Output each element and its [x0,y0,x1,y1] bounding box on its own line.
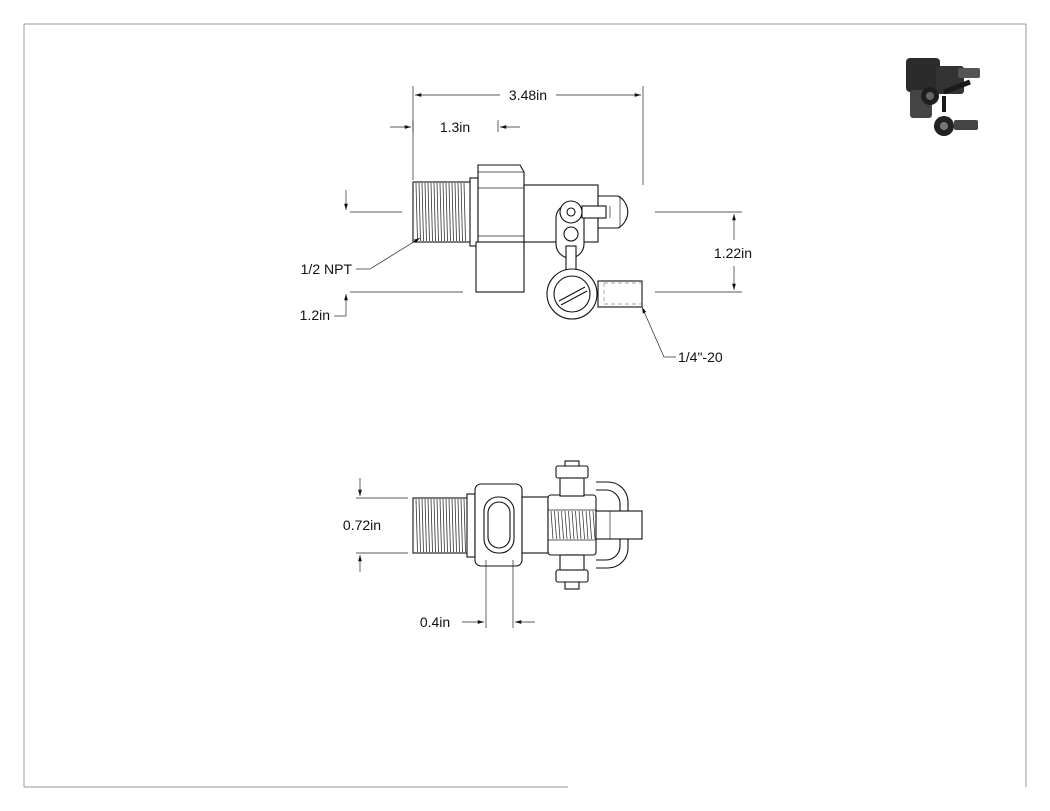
thread-line [424,498,427,553]
thread-line [448,182,451,242]
thread-line [578,510,582,540]
dim-top-width-label: 0.72in [343,517,381,533]
thread-line [445,498,448,553]
thread-line [592,510,596,540]
thread-line [463,498,466,553]
thread-line [418,182,421,242]
knurled-barrel [547,494,597,556]
bottom-clamp-bolt [555,554,589,590]
hex-nut [469,164,525,249]
thread-line [415,182,418,242]
dim-top-wall: 0.4in [420,560,535,630]
callout-pipe-thread-label: 1/2 NPT [301,261,353,277]
dim-top-width: 0.72in [343,478,408,572]
dim-offset-height-label: 1.2in [300,307,330,323]
thread-line [582,510,585,540]
thread-line [571,510,575,540]
dim-body-height: 1.22in [655,211,752,293]
valve-body [523,184,629,259]
thread-line [433,498,436,553]
dim-thread-to-hex-label: 1.3in [440,119,470,135]
thread-line [433,182,436,242]
hex-nut-top [474,483,523,567]
thread-line [454,498,457,553]
thread-line [427,182,430,242]
thread-line [463,182,466,242]
thread-line [460,182,463,242]
thread-line [554,510,557,540]
thread-line [454,182,457,242]
thread-line [427,498,430,553]
thread-line [550,510,554,540]
thread-line [457,182,460,242]
dim-offset-height: 1.2in [300,190,463,323]
thread-line [457,498,460,553]
thread-line [430,498,433,553]
thread-line [589,510,592,540]
npt-thread-end [412,181,472,243]
thread-line [424,182,427,242]
thread-line [430,182,433,242]
callout-side-thread-label: 1/4"-20 [678,349,723,365]
dim-thread-to-hex: 1.3in [390,119,520,135]
thread-line [445,182,448,242]
valve-body-top [521,496,549,554]
front-view [412,164,643,320]
dim-overall-length-label: 3.48in [509,87,547,103]
dim-overall-length: 3.48in [412,86,644,185]
thread-line [436,182,439,242]
hex-nut-top-collar [466,493,476,558]
thumb-screw [546,245,643,320]
u-bracket [595,481,643,569]
callout-side-thread: 1/4"-20 [641,306,723,365]
top-view [412,460,643,590]
thread-line [585,510,589,540]
thread-line [415,498,418,553]
thread-line [557,510,561,540]
npt-thread-end-top [412,497,470,554]
sheet-frame [23,23,1027,788]
top-clamp-bolt [555,460,589,497]
thread-line [451,498,454,553]
thread-line [460,498,463,553]
thread-line [575,510,578,540]
thread-line [436,498,439,553]
isometric-thumbnail [906,58,980,136]
thread-line [451,182,454,242]
lower-elbow [475,241,525,293]
thread-line [564,510,568,540]
dim-top-wall-label: 0.4in [420,614,450,630]
callout-pipe-thread: 1/2 NPT [301,237,421,277]
thread-line [421,498,424,553]
dim-body-height-label: 1.22in [714,245,752,261]
thread-line [418,498,421,553]
thread-line [442,498,445,553]
thread-line [439,182,442,242]
thread-line [421,182,424,242]
thread-line [442,182,445,242]
thread-line [561,510,564,540]
thread-line [448,498,451,553]
thread-line [568,510,571,540]
thread-line [439,498,442,553]
